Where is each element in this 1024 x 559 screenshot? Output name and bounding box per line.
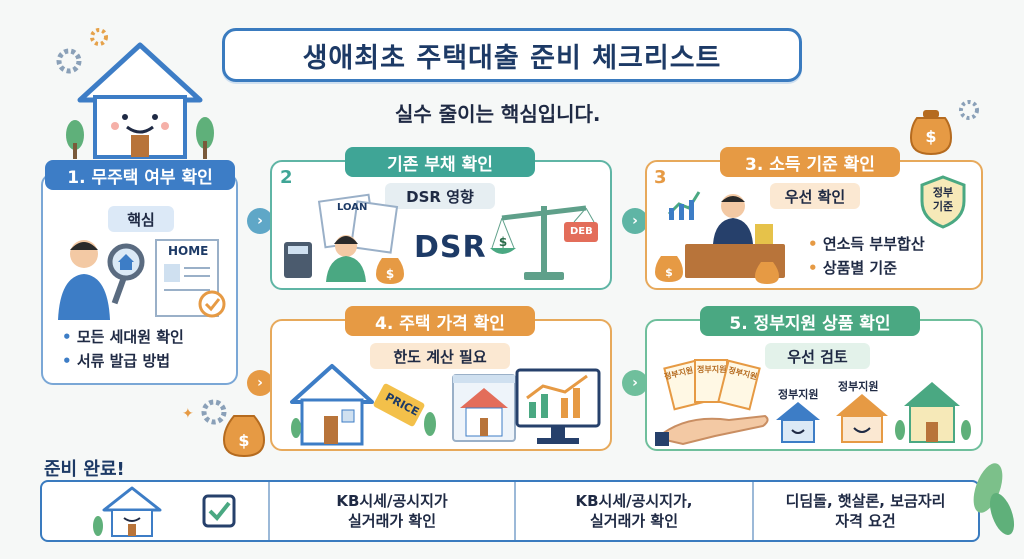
chevron-right-icon: › xyxy=(247,208,273,234)
completion-cell-1-text: KB시세/공시지가 실거래가 확인 xyxy=(336,492,448,530)
completion-cell-3-text: 디딤돌, 햇살론, 보금자리 자격 요건 xyxy=(785,492,946,530)
page-title: 생애최초 주택대출 준비 체크리스트 xyxy=(302,42,722,74)
smiling-house-icon xyxy=(56,28,214,159)
home-label: HOME xyxy=(168,244,209,258)
svg-text:$: $ xyxy=(238,431,249,450)
checkbox-checked-icon xyxy=(202,494,236,528)
svg-text:✦: ✦ xyxy=(182,406,194,422)
smiling-houses-icon xyxy=(776,382,971,443)
leaves-icon xyxy=(973,463,1015,535)
smiling-house-icon xyxy=(93,486,162,537)
title-banner: 생애최초 주택대출 준비 체크리스트 xyxy=(222,28,802,82)
chevron-right-icon: › xyxy=(622,370,648,396)
balance-scale-icon: $ xyxy=(490,205,598,280)
hand-documents-icon xyxy=(655,359,769,446)
step3-pill: 우선 확인 xyxy=(770,183,860,209)
svg-text:$: $ xyxy=(925,127,936,146)
completion-bar: KB시세/공시지가 실거래가 확인 KB시세/공시지가, 실거래가 확인 디딤돌… xyxy=(40,480,980,542)
house-label-1: 정부지원 xyxy=(778,388,819,401)
step1-tag: 1. 무주택 여부 확인 xyxy=(45,160,235,190)
step1-bullet-1: 모든 세대원 확인 xyxy=(62,325,184,349)
chevron-right-icon: › xyxy=(622,208,648,234)
step5-tag: 5. 정부지원 상품 확인 xyxy=(700,306,920,336)
step3-bullet-1: 연소득 부부합산 xyxy=(808,232,925,256)
step2-tag: 기존 부채 확인 xyxy=(345,147,535,177)
step2-number: 2 xyxy=(280,167,293,188)
completion-cell-1: KB시세/공시지가 실거래가 확인 xyxy=(268,482,514,540)
svg-text:$: $ xyxy=(499,235,507,249)
money-bag-icon: $ xyxy=(909,100,979,156)
step4-pill: 한도 계산 필요 xyxy=(370,343,510,369)
done-label: 준비 완료! xyxy=(44,459,125,480)
step3-number: 3 xyxy=(654,167,667,188)
house-price-tag-icon xyxy=(290,364,436,446)
house-label-2: 정부지원 xyxy=(838,380,879,393)
completion-cell-3: 디딤돌, 햇살론, 보금자리 자격 요건 xyxy=(752,482,977,540)
completion-icons xyxy=(42,482,268,540)
chevron-right-icon: › xyxy=(247,370,273,396)
doc-label-2: 정부지원 xyxy=(697,365,727,374)
person-magnifier-icon xyxy=(58,239,226,320)
step3-bullets: 연소득 부부합산 상품별 기준 xyxy=(808,232,925,280)
dsr-label: DSR xyxy=(414,230,487,265)
step1-bullet-2: 서류 발급 방법 xyxy=(62,349,184,373)
subtitle: 실수 줄이는 핵심입니다. xyxy=(395,102,601,126)
step5-pill: 우선 검토 xyxy=(765,343,870,369)
completion-cell-2: KB시세/공시지가, 실거래가 확인 xyxy=(514,482,752,540)
loan-label: LOAN xyxy=(337,202,368,213)
money-bag-gear-icon: $ ✦ xyxy=(182,399,266,458)
step3-tag: 3. 소득 기준 확인 xyxy=(720,147,900,177)
debt-label: DEB xyxy=(570,226,593,237)
shield-icon xyxy=(920,175,966,229)
step3-bullet-2: 상품별 기준 xyxy=(808,256,925,280)
step1-pill: 핵심 xyxy=(108,206,174,232)
step1-bullets: 모든 세대원 확인 서류 발급 방법 xyxy=(62,325,184,373)
step2-pill: DSR 영향 xyxy=(385,183,495,209)
debt-stress-icon: $ xyxy=(284,193,404,284)
svg-text:$: $ xyxy=(665,266,673,279)
businessman-desk-icon: $ xyxy=(655,191,785,284)
gov-standard-badge: 정부 기준 xyxy=(932,186,954,213)
svg-text:$: $ xyxy=(386,267,394,281)
monitor-chart-icon xyxy=(515,368,601,444)
house-listing-window-icon xyxy=(452,374,516,442)
step4-tag: 4. 주택 가격 확인 xyxy=(345,306,535,336)
completion-cell-2-text: KB시세/공시지가, 실거래가 확인 xyxy=(575,492,693,530)
